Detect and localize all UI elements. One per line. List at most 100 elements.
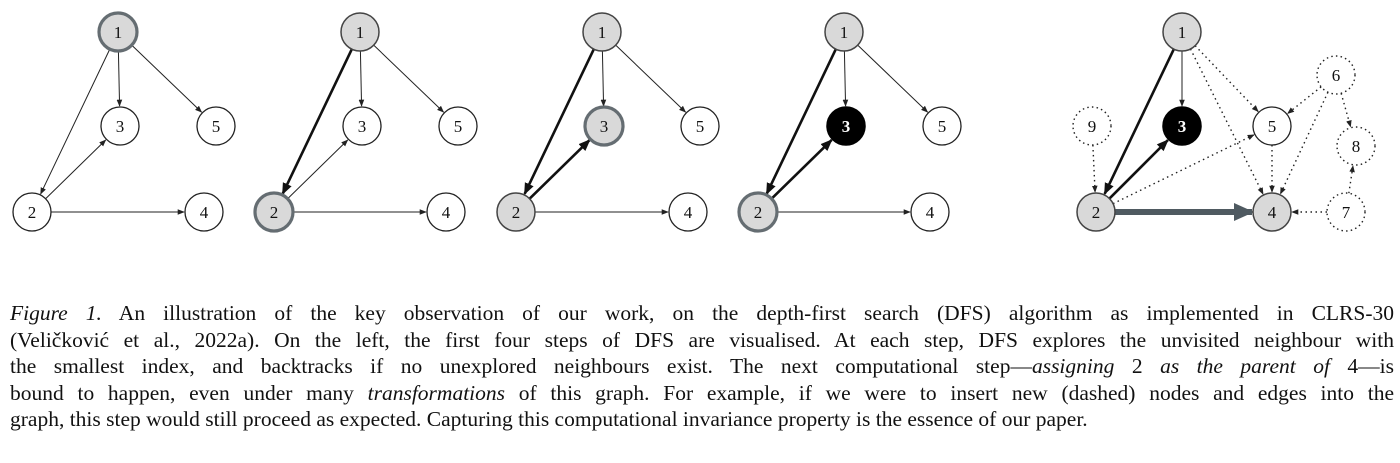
edge-6-to-4	[1279, 91, 1329, 195]
node-label-6: 6	[1332, 66, 1341, 85]
node-5	[680, 106, 720, 146]
edge-2-to-3	[287, 139, 349, 200]
edge-1-to-5	[1194, 45, 1259, 113]
graph-panel-5	[1091, 45, 1355, 221]
node-9	[1072, 106, 1112, 146]
edge-7-to-8	[1348, 165, 1355, 194]
node-label-2: 2	[512, 203, 521, 222]
edge-1-to-3	[600, 50, 607, 107]
figure-caption: Figure 1. An illustration of the key obs…	[10, 300, 1394, 433]
node-label-3: 3	[116, 117, 125, 136]
node-label-5: 5	[938, 117, 947, 136]
caption-line-4: bound to happen, even under many transfo…	[10, 380, 1394, 405]
edge-1-to-5	[373, 44, 445, 113]
node-7	[1326, 192, 1366, 232]
node-label-1: 1	[114, 23, 123, 42]
graph-panel-4-nodes: 1 3 5 2 4	[737, 12, 962, 233]
node-6	[1316, 55, 1356, 95]
edge-1-to-5	[857, 44, 929, 113]
node-label-3: 3	[1178, 117, 1187, 136]
node-label-5: 5	[454, 117, 463, 136]
node-label-4: 4	[684, 203, 693, 222]
node-5	[1252, 106, 1292, 146]
edge-6-to-5	[1287, 86, 1322, 115]
edge-1-to-4	[1189, 48, 1264, 195]
graph-panel-3	[523, 44, 687, 215]
node-2	[1076, 192, 1116, 232]
node-label-7: 7	[1342, 203, 1351, 222]
caption-line-2: (Veličković et al., 2022a). On the left,…	[10, 327, 1394, 352]
node-2	[496, 192, 536, 232]
node-3	[826, 106, 866, 146]
node-label-4: 4	[200, 203, 209, 222]
edge-1-to-2	[281, 48, 353, 196]
caption-line-1: Figure 1. An illustration of the key obs…	[10, 301, 1395, 325]
caption-line-3: the smallest index, and backtracks if no…	[10, 354, 1394, 378]
node-label-1: 1	[840, 23, 849, 42]
node-2	[253, 191, 295, 233]
graph-panel-4	[765, 44, 929, 215]
node-5	[196, 106, 236, 146]
edge-1-to-2	[1103, 48, 1175, 196]
dfs-figure: 1 3 5 2 4 1 3 5 2 4 1 3 5 2 4 1 3 5 2 4 1 3 5 2 4 6 8 9 7	[12, 11, 1376, 233]
graph-panel-2	[281, 44, 445, 215]
edge-1-to-2	[523, 48, 595, 196]
node-4	[1252, 192, 1292, 232]
node-label-2: 2	[28, 203, 37, 222]
edge-1-to-2	[765, 48, 837, 196]
graph-panel-3-nodes: 1 3 5 2 4	[496, 12, 720, 232]
node-8	[1336, 126, 1376, 166]
node-label-2: 2	[270, 203, 279, 222]
node-5	[438, 106, 478, 146]
edge-2-to-3	[1108, 139, 1169, 200]
edge-6-to-8	[1340, 93, 1352, 128]
node-label-5: 5	[1268, 117, 1277, 136]
node-1	[340, 12, 380, 52]
node-4	[426, 192, 466, 232]
node-label-9: 9	[1088, 117, 1097, 136]
node-label-8: 8	[1352, 137, 1361, 156]
graph-panel-2-nodes: 1 3 5 2 4	[253, 12, 478, 233]
node-5	[922, 106, 962, 146]
edge-1-to-5	[131, 44, 203, 113]
node-3	[1162, 106, 1202, 146]
node-label-1: 1	[356, 23, 365, 42]
dfs-graph-panels: 1 3 5 2 4 1 3 5 2 4 1 3 5 2 4 1 3 5 2 4 1 3 5 2 4 6 8 9 7	[12, 11, 1376, 233]
node-label-3: 3	[842, 117, 851, 136]
node-4	[184, 192, 224, 232]
node-1	[582, 12, 622, 52]
node-1	[824, 12, 864, 52]
edge-1-to-3	[358, 50, 365, 107]
edge-2-to-5	[1112, 134, 1255, 205]
edge-1-to-3	[116, 50, 123, 107]
node-label-3: 3	[358, 117, 367, 136]
edge-1-to-2	[40, 48, 111, 195]
node-label-1: 1	[1178, 23, 1187, 42]
caption-line-5: graph, this step would still proceed as …	[10, 407, 1088, 431]
node-label-5: 5	[212, 117, 221, 136]
node-label-3: 3	[600, 117, 609, 136]
edge-1-to-3	[842, 50, 849, 107]
edge-2-to-3	[45, 139, 107, 200]
edge-2-to-3	[528, 139, 591, 200]
edge-2-to-3	[770, 139, 833, 200]
graph-panel-5-nodes: 1 3 5 2 4 6 8 9 7	[1072, 12, 1376, 232]
node-label-4: 4	[926, 203, 935, 222]
graph-panel-1-nodes: 1 3 5 2 4	[12, 11, 236, 232]
node-2	[12, 192, 52, 232]
node-4	[910, 192, 950, 232]
node-2	[737, 191, 779, 233]
node-3	[100, 106, 140, 146]
node-1	[1162, 12, 1202, 52]
node-1	[97, 11, 139, 53]
node-label-2: 2	[754, 203, 763, 222]
node-label-1: 1	[598, 23, 607, 42]
node-label-2: 2	[1092, 203, 1101, 222]
node-label-4: 4	[442, 203, 451, 222]
node-label-5: 5	[696, 117, 705, 136]
node-3	[342, 106, 382, 146]
edge-9-to-2	[1091, 144, 1098, 193]
node-4	[668, 192, 708, 232]
node-3	[583, 105, 625, 147]
node-label-4: 4	[1268, 203, 1277, 222]
